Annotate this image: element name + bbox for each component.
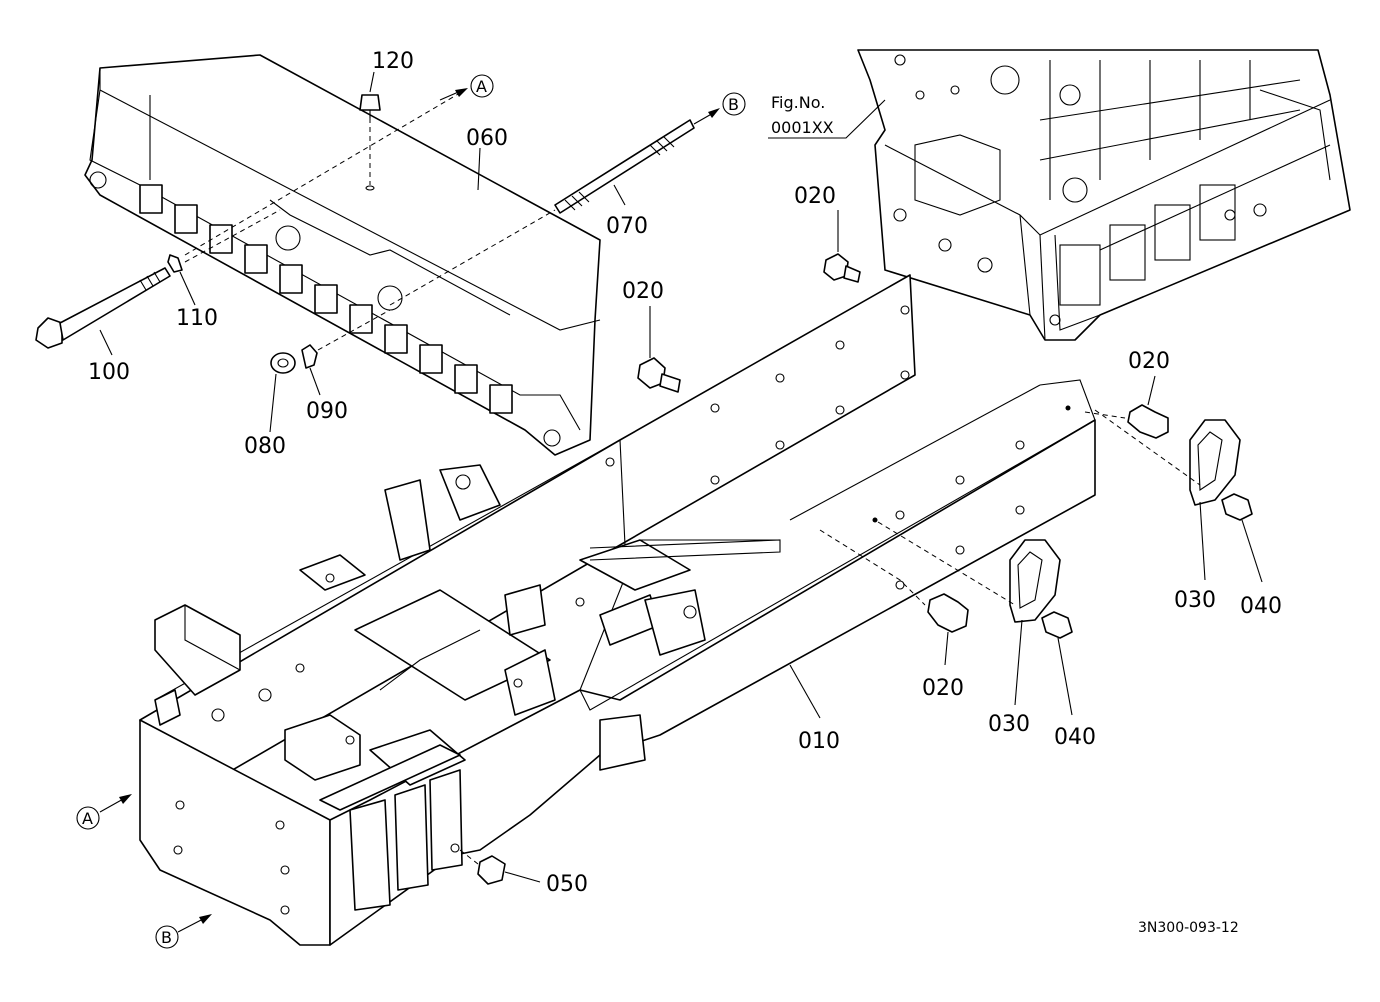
callout-070: 070	[606, 214, 648, 239]
bolt-020-lower	[819, 529, 969, 633]
callout-090: 090	[306, 399, 348, 424]
callout-010: 010	[798, 729, 840, 754]
leader-100	[99, 329, 113, 356]
leader-030-a	[1199, 501, 1206, 581]
leader-110	[179, 271, 196, 306]
leader-020-c	[1147, 375, 1156, 406]
bolt-020-mid	[637, 357, 681, 393]
marker-b-top-label: B	[728, 95, 739, 114]
callout-110: 110	[176, 306, 218, 331]
bolt-040-lower	[1041, 611, 1073, 639]
callout-030-b: 030	[988, 712, 1030, 737]
nut-080	[270, 352, 296, 374]
leader-050	[504, 871, 541, 883]
callout-120: 120	[372, 49, 414, 74]
bolt-100	[35, 209, 281, 349]
bolt-020-upper	[823, 253, 861, 283]
drawing-number: 3N300-093-12	[1138, 920, 1239, 936]
figure-reference-label: Fig.No.	[771, 93, 825, 112]
bolt-040-upper	[1221, 493, 1253, 521]
plug-120	[359, 94, 381, 191]
callout-040-a: 040	[1240, 594, 1282, 619]
callout-020-b: 020	[622, 279, 664, 304]
support-bracket	[84, 54, 601, 456]
marker-b-bottom: B	[155, 914, 212, 949]
leader-090	[309, 367, 321, 396]
marker-a-bottom-label: A	[82, 809, 93, 828]
bolt-020-right	[1084, 404, 1169, 439]
alignment-line-a	[184, 89, 466, 256]
leader-010	[789, 664, 821, 719]
main-frame	[139, 274, 1096, 946]
clamp-030-upper	[1094, 409, 1241, 506]
alignment-line-b	[389, 209, 556, 306]
leader-040-a	[1241, 519, 1263, 583]
clamp-030-lower	[877, 521, 1061, 623]
callout-030-a: 030	[1174, 588, 1216, 613]
bolt-050	[459, 849, 506, 885]
leader-020-d	[944, 631, 949, 666]
leader-120	[369, 71, 375, 93]
leader-030-b	[1014, 619, 1023, 706]
leader-080	[269, 373, 277, 433]
leader-060	[477, 147, 481, 191]
callout-100: 100	[88, 360, 130, 385]
marker-b-bottom-label: B	[161, 928, 172, 947]
figure-reference-code: 0001XX	[771, 118, 834, 137]
callout-050: 050	[546, 872, 588, 897]
marker-b-top: B	[693, 92, 746, 125]
callout-060: 060	[466, 126, 508, 151]
callout-020-a: 020	[794, 184, 836, 209]
leader-070	[613, 184, 626, 206]
callout-040-b: 040	[1054, 725, 1096, 750]
callout-080: 080	[244, 434, 286, 459]
callout-020-d: 020	[922, 676, 964, 701]
marker-a-bottom: A	[76, 794, 132, 830]
figure-reference: Fig.No. 0001XX	[768, 93, 886, 139]
engine-block	[857, 49, 1351, 341]
washer-090	[301, 309, 391, 369]
stud-070	[554, 119, 695, 214]
leader-040-b	[1057, 637, 1073, 716]
marker-a-top: A	[439, 74, 494, 101]
callout-020-c: 020	[1128, 349, 1170, 374]
marker-a-top-label: A	[476, 77, 487, 96]
